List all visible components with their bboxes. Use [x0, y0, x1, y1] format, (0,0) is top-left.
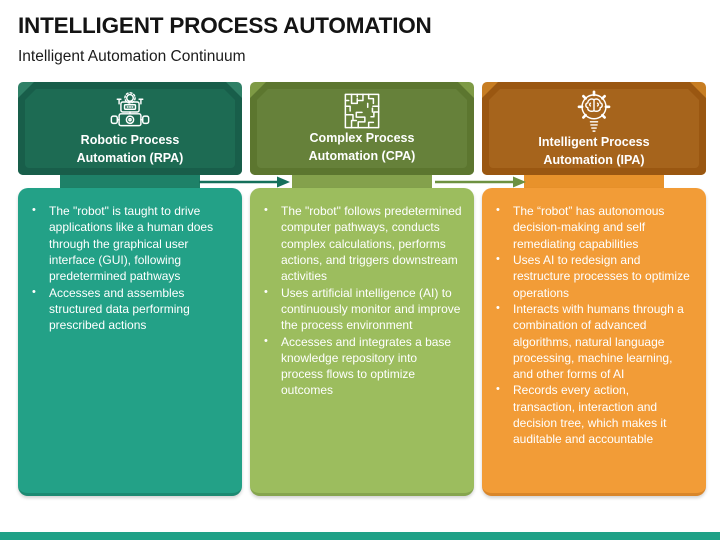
cpa-connector [292, 175, 432, 188]
brain-gear-bulb-icon [572, 92, 616, 134]
rpa-body: The "robot" is taught to drive applicati… [18, 188, 242, 496]
cpa-title: Complex Process Automation (CPA) [308, 131, 416, 163]
bullet-item: Accesses and assembles structured data p… [28, 285, 230, 334]
cpa-header-panel: Complex Process Automation (CPA) [257, 89, 467, 168]
bullet-item: Accesses and integrates a base knowledge… [260, 334, 462, 399]
bullet-item: Uses AI to redesign and restructure proc… [492, 252, 694, 301]
rpa-header: Robotic Process Automation (RPA) [18, 82, 242, 175]
cpa-to-ipa-arrow [435, 176, 526, 188]
maze-icon [343, 92, 381, 130]
ipa-connector [524, 175, 664, 188]
rpa-bullet-list: The "robot" is taught to drive applicati… [28, 203, 230, 334]
slide-title: INTELLIGENT PROCESS AUTOMATION [18, 13, 432, 38]
ipa-bullet-list: The “robot” has autonomous decision-maki… [492, 203, 694, 448]
ipa-header: Intelligent Process Automation (IPA) [482, 82, 706, 175]
bullet-item: The "robot" is taught to drive applicati… [28, 203, 230, 285]
bullet-item: Records every action, transaction, inter… [492, 382, 694, 447]
bullet-item: Uses artificial intelligence (AI) to con… [260, 285, 462, 334]
bullet-item: The "robot" follows predetermined comput… [260, 203, 462, 285]
slide-subtitle: Intelligent Automation Continuum [18, 48, 246, 65]
column-rpa: Robotic Process Automation (RPA) The "ro… [18, 82, 242, 496]
ipa-body: The “robot” has autonomous decision-maki… [482, 188, 706, 496]
robot-icon [107, 92, 153, 132]
footer-bar [0, 532, 720, 540]
rpa-header-panel: Robotic Process Automation (RPA) [25, 89, 235, 168]
bullet-item: The “robot” has autonomous decision-maki… [492, 203, 694, 252]
continuum-columns: Robotic Process Automation (RPA) The "ro… [18, 82, 706, 496]
rpa-to-cpa-arrow [199, 176, 290, 188]
cpa-bullet-list: The "robot" follows predetermined comput… [260, 203, 462, 399]
cpa-body: The "robot" follows predetermined comput… [250, 188, 474, 496]
rpa-title: Robotic Process Automation (RPA) [76, 133, 184, 165]
ipa-header-panel: Intelligent Process Automation (IPA) [489, 89, 699, 168]
bullet-item: Interacts with humans through a combinat… [492, 301, 694, 383]
column-cpa: Complex Process Automation (CPA) The "ro… [250, 82, 474, 496]
cpa-header: Complex Process Automation (CPA) [250, 82, 474, 175]
column-ipa: Intelligent Process Automation (IPA) The… [482, 82, 706, 496]
ipa-title: Intelligent Process Automation (IPA) [538, 135, 650, 167]
rpa-connector [60, 175, 200, 188]
